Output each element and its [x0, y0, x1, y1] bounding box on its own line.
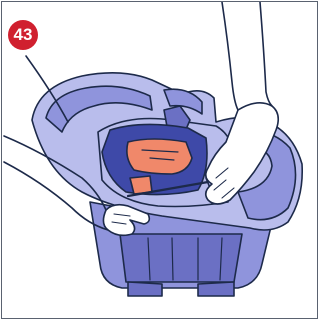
seat-foot-right — [198, 282, 234, 296]
step-number-badge: 43 — [8, 20, 38, 50]
instruction-panel: 43 — [1, 1, 318, 319]
orange-panel — [127, 139, 192, 174]
right-arm — [222, 2, 238, 110]
car-seat-illustration — [2, 2, 318, 319]
seat-foot-left — [128, 282, 162, 296]
seat-base-front — [120, 234, 242, 282]
